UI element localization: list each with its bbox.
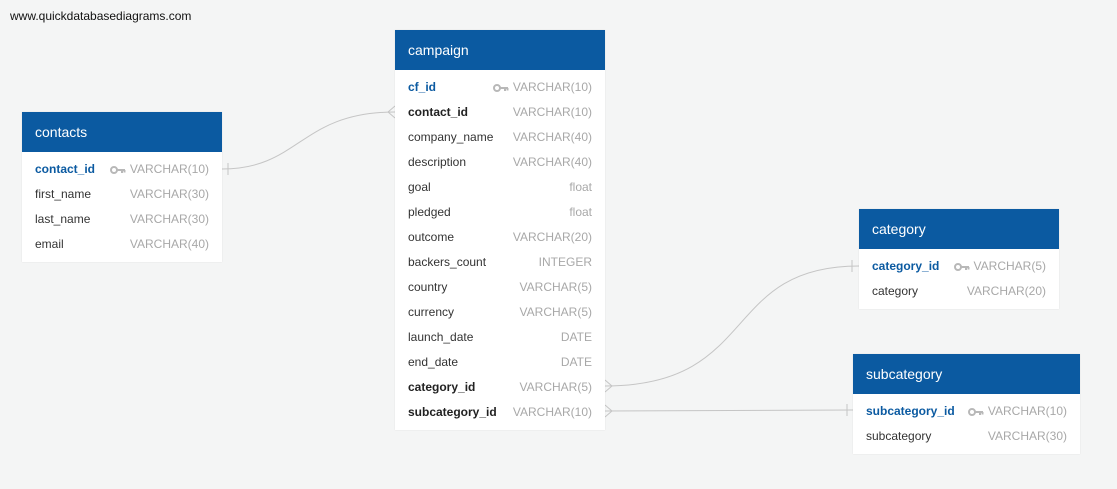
column-name: description bbox=[408, 154, 467, 169]
column-type: float bbox=[569, 204, 592, 219]
column-name: country bbox=[408, 279, 448, 294]
column-type: VARCHAR(40) bbox=[129, 236, 209, 251]
column-row-subcategory-id[interactable]: subcategory_id VARCHAR(10) bbox=[853, 398, 1080, 423]
column-name: email bbox=[35, 236, 64, 251]
column-type: VARCHAR(20) bbox=[966, 283, 1046, 298]
column-type: VARCHAR(40) bbox=[512, 129, 592, 144]
column-row-company-name[interactable]: company_name VARCHAR(40) bbox=[395, 124, 605, 149]
column-name: launch_date bbox=[408, 329, 474, 344]
column-type: INTEGER bbox=[538, 254, 592, 269]
column-type: VARCHAR(5) bbox=[973, 258, 1046, 273]
column-name: category_id bbox=[408, 379, 476, 394]
table-contacts[interactable]: contacts contact_id VARCHAR(10) first_name… bbox=[22, 112, 222, 262]
table-header-category[interactable]: category bbox=[859, 209, 1059, 249]
column-row-subcategory-id[interactable]: subcategory_id VARCHAR(10) bbox=[395, 399, 605, 424]
column-type: VARCHAR(5) bbox=[519, 379, 592, 394]
column-row-cf-id[interactable]: cf_id VARCHAR(10) bbox=[395, 74, 605, 99]
column-name: goal bbox=[408, 179, 431, 194]
column-name: outcome bbox=[408, 229, 455, 244]
column-type: VARCHAR(5) bbox=[519, 304, 592, 319]
column-type: VARCHAR(30) bbox=[129, 186, 209, 201]
column-name: pledged bbox=[408, 204, 451, 219]
column-row-backers-count[interactable]: backers_count INTEGER bbox=[395, 249, 605, 274]
table-body-category: category_id VARCHAR(5) category VARCHAR(20) bbox=[859, 249, 1059, 309]
column-type: VARCHAR(30) bbox=[987, 428, 1067, 443]
column-name: last_name bbox=[35, 211, 91, 226]
table-header-campaign[interactable]: campaign bbox=[395, 30, 605, 70]
table-header-contacts[interactable]: contacts bbox=[22, 112, 222, 152]
site-watermark: www.quickdatabasediagrams.com bbox=[10, 9, 192, 23]
table-header-subcategory[interactable]: subcategory bbox=[853, 354, 1080, 394]
primary-key-icon bbox=[492, 82, 509, 92]
column-name: subcategory_id bbox=[866, 403, 955, 418]
column-name: company_name bbox=[408, 129, 494, 144]
column-name: end_date bbox=[408, 354, 459, 369]
column-type: VARCHAR(20) bbox=[512, 229, 592, 244]
column-name: subcategory_id bbox=[408, 404, 497, 419]
column-type: DATE bbox=[560, 354, 592, 369]
column-name: category_id bbox=[872, 258, 940, 273]
column-type: VARCHAR(10) bbox=[512, 104, 592, 119]
column-row-outcome[interactable]: outcome VARCHAR(20) bbox=[395, 224, 605, 249]
relationship-contacts-campaign bbox=[221, 105, 396, 175]
column-row-category-id[interactable]: category_id VARCHAR(5) bbox=[859, 253, 1059, 278]
column-type: VARCHAR(40) bbox=[512, 154, 592, 169]
relationship-campaign-category bbox=[604, 260, 860, 393]
column-row-contact-id[interactable]: contact_id VARCHAR(10) bbox=[22, 156, 222, 181]
column-row-last-name[interactable]: last_name VARCHAR(30) bbox=[22, 206, 222, 231]
column-row-launch-date[interactable]: launch_date DATE bbox=[395, 324, 605, 349]
column-type: VARCHAR(10) bbox=[512, 79, 592, 94]
column-row-subcategory[interactable]: subcategory VARCHAR(30) bbox=[853, 423, 1080, 448]
column-row-first-name[interactable]: first_name VARCHAR(30) bbox=[22, 181, 222, 206]
column-name: contact_id bbox=[35, 161, 96, 176]
column-type: VARCHAR(30) bbox=[129, 211, 209, 226]
column-row-email[interactable]: email VARCHAR(40) bbox=[22, 231, 222, 256]
column-type: VARCHAR(5) bbox=[519, 279, 592, 294]
column-row-category[interactable]: category VARCHAR(20) bbox=[859, 278, 1059, 303]
column-type: DATE bbox=[560, 329, 592, 344]
column-name: currency bbox=[408, 304, 455, 319]
primary-key-icon bbox=[953, 261, 970, 271]
column-type: VARCHAR(10) bbox=[512, 404, 592, 419]
primary-key-icon bbox=[109, 164, 126, 174]
column-name: first_name bbox=[35, 186, 92, 201]
column-name: backers_count bbox=[408, 254, 487, 269]
column-type: VARCHAR(10) bbox=[987, 403, 1067, 418]
column-row-country[interactable]: country VARCHAR(5) bbox=[395, 274, 605, 299]
column-name: contact_id bbox=[408, 104, 469, 119]
relationship-campaign-subcategory bbox=[604, 404, 854, 418]
column-row-description[interactable]: description VARCHAR(40) bbox=[395, 149, 605, 174]
column-row-currency[interactable]: currency VARCHAR(5) bbox=[395, 299, 605, 324]
column-row-contact-id[interactable]: contact_id VARCHAR(10) bbox=[395, 99, 605, 124]
column-name: subcategory bbox=[866, 428, 932, 443]
column-row-pledged[interactable]: pledged float bbox=[395, 199, 605, 224]
column-name: category bbox=[872, 283, 919, 298]
column-row-goal[interactable]: goal float bbox=[395, 174, 605, 199]
column-row-category-id[interactable]: category_id VARCHAR(5) bbox=[395, 374, 605, 399]
column-name: cf_id bbox=[408, 79, 437, 94]
column-type: float bbox=[569, 179, 592, 194]
primary-key-icon bbox=[967, 406, 984, 416]
table-body-subcategory: subcategory_id VARCHAR(10) subcategory VARC… bbox=[853, 394, 1080, 454]
column-type: VARCHAR(10) bbox=[129, 161, 209, 176]
column-row-end-date[interactable]: end_date DATE bbox=[395, 349, 605, 374]
